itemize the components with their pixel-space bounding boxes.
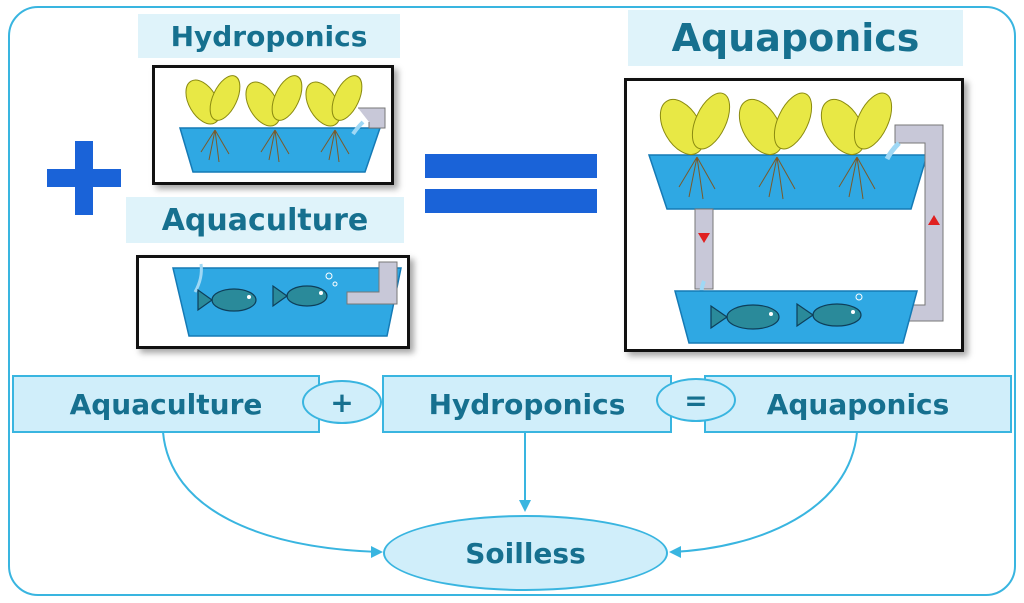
big-equals-symbol <box>425 154 597 213</box>
plus-oval: + <box>302 380 382 424</box>
aquaponics-title: Aquaponics <box>628 10 963 66</box>
equals-oval: = <box>656 378 736 422</box>
hydroponics-illustration <box>152 65 394 185</box>
aquaculture-title: Aquaculture <box>126 197 404 243</box>
hydroponics-box: Hydroponics <box>382 375 672 433</box>
aquaculture-illustration <box>136 255 410 349</box>
hydroponics-title: Hydroponics <box>138 14 400 58</box>
soilless-oval: Soilless <box>383 515 668 591</box>
aquaculture-box: Aquaculture <box>12 375 320 433</box>
connector-arrows <box>162 431 858 553</box>
big-plus-symbol <box>47 141 121 215</box>
aquaponics-illustration <box>624 78 964 352</box>
aquaponics-box: Aquaponics <box>704 375 1012 433</box>
